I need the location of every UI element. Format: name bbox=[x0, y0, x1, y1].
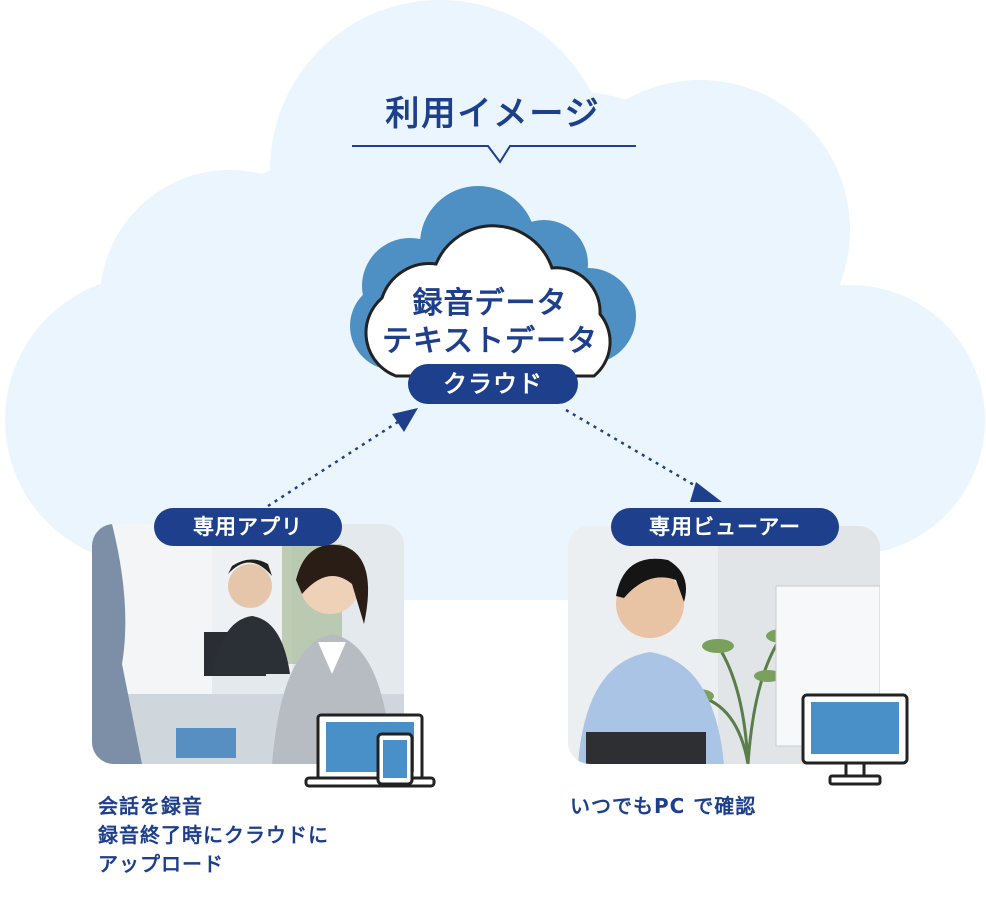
viewer-caption-line: いつでもPC で確認 bbox=[570, 794, 757, 818]
cloud-badge: クラウド bbox=[408, 364, 578, 404]
viewer-caption: いつでもPC で確認 bbox=[570, 792, 756, 821]
desktop-monitor-icon bbox=[801, 693, 909, 786]
app-caption-line: 録音終了時にクラウドに bbox=[98, 823, 329, 847]
viewer-badge: 専用ビューアー bbox=[611, 508, 839, 546]
app-caption-line: 会話を録音 bbox=[98, 794, 203, 818]
title-underline-decoration bbox=[352, 145, 636, 164]
cloud-icon bbox=[350, 186, 636, 378]
page-title: 利用イメージ bbox=[385, 94, 601, 134]
laptop-phone-icon bbox=[304, 713, 436, 788]
app-badge: 専用アプリ bbox=[154, 508, 342, 546]
upload-arrow-line bbox=[267, 416, 405, 508]
cloud-label-audio-data: 録音データ bbox=[412, 286, 568, 321]
download-arrowhead bbox=[690, 482, 722, 502]
upload-arrowhead bbox=[392, 408, 418, 432]
app-caption-line: アップロード bbox=[98, 852, 224, 876]
download-arrow-line bbox=[565, 408, 707, 494]
cloud-label-text-data: テキストデータ bbox=[381, 324, 599, 359]
app-caption: 会話を録音 録音終了時にクラウドに アップロード bbox=[98, 792, 329, 879]
